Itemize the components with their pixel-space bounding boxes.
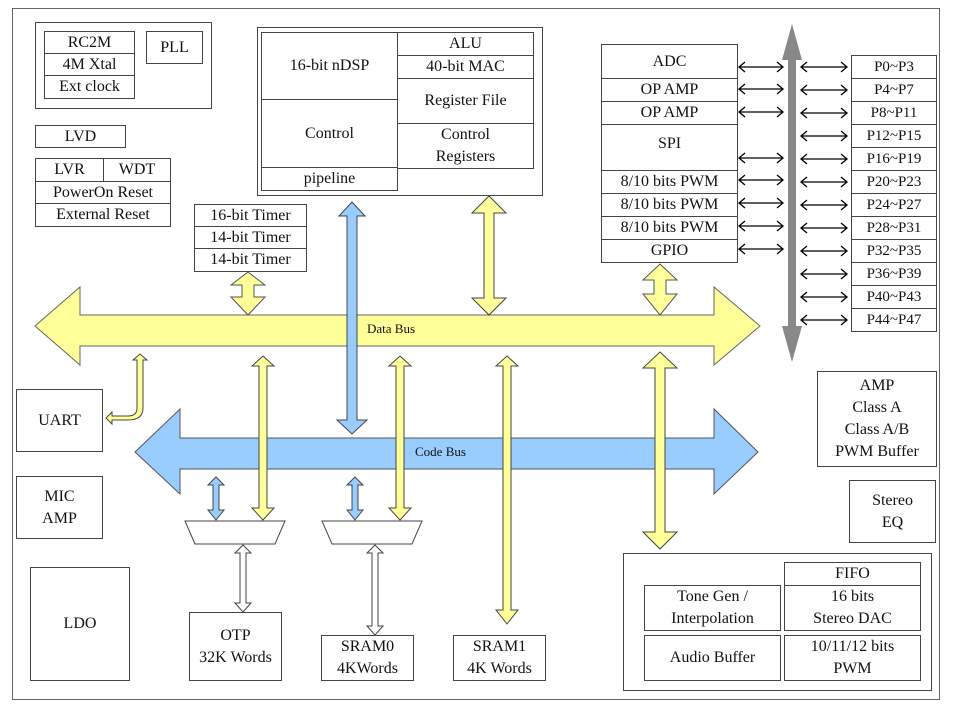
- dsp-pipeline: pipeline: [261, 167, 398, 191]
- periph-link-arrow-4: [737, 174, 785, 186]
- peripheral-7: GPIO: [601, 239, 738, 263]
- port-link-arrow-6: [799, 199, 849, 211]
- peripheral-1: OP AMP: [601, 78, 738, 102]
- port-9: P36~P39: [851, 262, 937, 286]
- data-audio-arrow: [641, 351, 679, 550]
- timer-1: 16-bit Timer: [194, 204, 307, 227]
- periph-link-arrow-7: [737, 243, 785, 255]
- timer-3: 14-bit Timer: [194, 248, 307, 272]
- data-sram1-arrow: [494, 355, 520, 625]
- sram1-block: SRAM1 4K Words: [453, 635, 546, 681]
- port-arrows: [737, 61, 849, 326]
- port-link-arrow-9: [799, 268, 849, 280]
- dsp-control-registers: Control Registers: [397, 123, 534, 169]
- port-link-arrow-7: [799, 222, 849, 234]
- port-8: P32~P35: [851, 239, 937, 263]
- lvd-block: LVD: [35, 125, 126, 148]
- data-sram0-arrow: [387, 355, 413, 521]
- port-3: P12~P15: [851, 124, 937, 148]
- peripheral-0: ADC: [601, 44, 738, 79]
- dsp-mac: 40-bit MAC: [397, 55, 534, 79]
- sram0-mux: [321, 520, 423, 545]
- code-sram0-arrow: [345, 476, 365, 521]
- port-link-arrow-11: [799, 314, 849, 326]
- pll-block: PLL: [146, 31, 203, 64]
- code-bus-arrow: [134, 407, 759, 496]
- dsp-control: Control: [261, 99, 398, 168]
- code-otp-arrow: [206, 476, 226, 521]
- mic-amp-block: MIC AMP: [16, 476, 103, 539]
- peripheral-4: 8/10 bits PWM: [601, 170, 738, 194]
- peripheral-2: OP AMP: [601, 101, 738, 125]
- peripheral-3: SPI: [601, 124, 738, 171]
- external-reset: External Reset: [35, 203, 171, 227]
- port-link-arrow-0: [799, 61, 849, 73]
- otp-block: OTP 32K Words: [189, 612, 282, 681]
- tone-gen-block: Tone Gen / Interpolation: [644, 585, 781, 631]
- diagram-frame: [12, 8, 940, 700]
- data-bus-label: Data Bus: [367, 321, 416, 336]
- data-bus-arrow: [34, 285, 761, 367]
- port-10: P40~P43: [851, 285, 937, 309]
- periph-link-arrow-1: [737, 83, 785, 95]
- lvr-block: LVR: [35, 158, 104, 182]
- port-link-arrow-5: [799, 176, 849, 188]
- uart-block: UART: [16, 389, 103, 452]
- mux-otp-arrow: [233, 544, 253, 613]
- port-5: P20~P23: [851, 170, 937, 194]
- peripheral-5: 8/10 bits PWM: [601, 193, 738, 217]
- port-4: P16~P19: [851, 147, 937, 171]
- stereo-dac-block: 16 bits Stereo DAC: [784, 585, 921, 631]
- audio-buffer-block: Audio Buffer: [644, 635, 781, 681]
- pwm-out-block: 10/11/12 bits PWM: [784, 635, 921, 681]
- dsp-data-arrow: [470, 195, 508, 316]
- dsp-code-arrow: [335, 201, 369, 435]
- fifo-block: FIFO: [784, 562, 921, 586]
- port-1: P4~P7: [851, 78, 937, 102]
- periph-data-arrow: [641, 263, 679, 316]
- port-link-arrow-2: [799, 107, 849, 119]
- dsp-alu: ALU: [397, 32, 534, 56]
- poweron-reset: PowerOn Reset: [35, 181, 171, 204]
- port-link-arrow-8: [799, 245, 849, 257]
- port-link-arrow-1: [799, 84, 849, 96]
- data-otp-arrow: [250, 355, 276, 521]
- sram0-block: SRAM0 4KWords: [321, 635, 414, 681]
- stereo-eq-block: Stereo EQ: [849, 480, 936, 543]
- wdt-block: WDT: [103, 158, 171, 182]
- port-6: P24~P27: [851, 193, 937, 217]
- port-7: P28~P31: [851, 216, 937, 240]
- ldo-block: LDO: [30, 567, 130, 681]
- port-2: P8~P11: [851, 101, 937, 125]
- code-bus-label: Code Bus: [415, 444, 466, 459]
- port-link-arrow-4: [799, 153, 849, 165]
- timer-2: 14-bit Timer: [194, 226, 307, 249]
- amp-block: AMP Class A Class A/B PWM Buffer: [817, 371, 937, 467]
- periph-link-arrow-5: [737, 197, 785, 209]
- periph-link-arrow-6: [737, 220, 785, 232]
- clock-xtal: 4M Xtal: [44, 53, 135, 76]
- port-bus-arrow: [782, 24, 802, 362]
- uart-data-arrow: [105, 353, 149, 426]
- periph-link-arrow-3: [737, 152, 785, 164]
- dsp-core: 16-bit nDSP: [261, 32, 398, 100]
- clock-rc2m: RC2M: [44, 31, 135, 54]
- port-0: P0~P3: [851, 55, 937, 79]
- port-link-arrow-10: [799, 291, 849, 303]
- port-11: P44~P47: [851, 308, 937, 332]
- port-link-arrow-3: [799, 130, 849, 142]
- peripheral-6: 8/10 bits PWM: [601, 216, 738, 240]
- periph-link-arrow-0: [737, 61, 785, 73]
- dsp-register-file: Register File: [397, 78, 534, 124]
- timer-data-arrow: [229, 271, 267, 316]
- clock-ext: Ext clock: [44, 75, 135, 99]
- periph-link-arrow-2: [737, 106, 785, 118]
- mux-sram0-arrow: [365, 544, 385, 636]
- otp-mux: [184, 520, 286, 545]
